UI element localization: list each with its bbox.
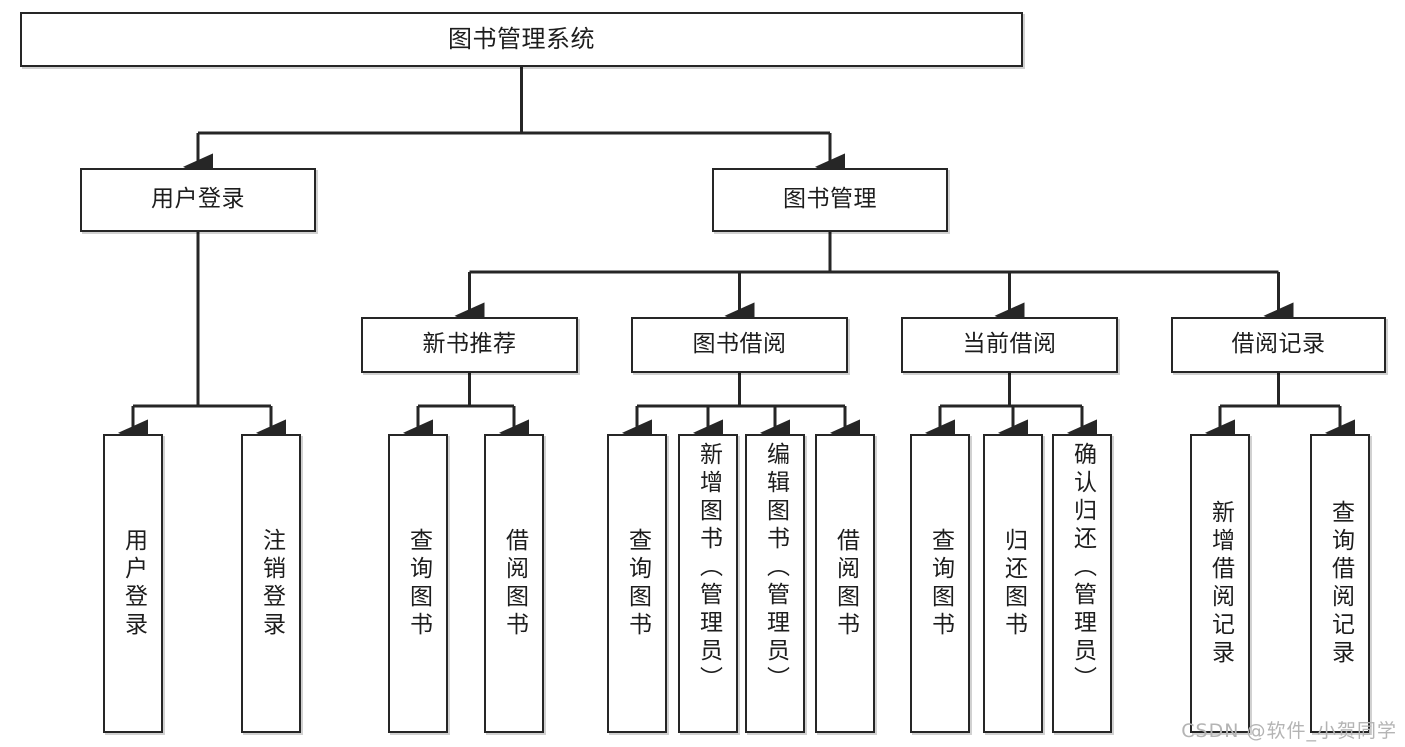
watermark-text: CSDN @软件_小贺同学 xyxy=(1181,720,1397,742)
node-new-book-recommend-label: 新书推荐 xyxy=(422,331,517,358)
node-current-borrow-label: 当前借阅 xyxy=(962,331,1057,358)
node-user-login[interactable]: 用户登录 xyxy=(80,168,316,232)
leaf-leaf-user-logout-label: 注销登录 xyxy=(258,527,285,640)
leaf-leaf-confirm-return-label: 确认归还（管理员） xyxy=(1069,442,1096,694)
node-root-label: 图书管理系统 xyxy=(448,25,595,54)
leaf-leaf-query-book-2-label: 查询图书 xyxy=(624,527,651,640)
node-book-manage-label: 图书管理 xyxy=(783,186,877,213)
leaf-leaf-query-book-2[interactable]: 查询图书 xyxy=(607,434,667,733)
leaf-leaf-return-book[interactable]: 归还图书 xyxy=(983,434,1043,733)
leaf-leaf-borrow-book-2[interactable]: 借阅图书 xyxy=(815,434,875,733)
node-current-borrow[interactable]: 当前借阅 xyxy=(901,317,1118,373)
leaf-leaf-query-book-1-label: 查询图书 xyxy=(405,527,432,640)
leaf-leaf-return-book-label: 归还图书 xyxy=(1000,527,1027,640)
node-book-manage[interactable]: 图书管理 xyxy=(712,168,948,232)
leaf-leaf-borrow-book-1[interactable]: 借阅图书 xyxy=(484,434,544,733)
leaf-leaf-query-book-3-label: 查询图书 xyxy=(927,527,954,640)
leaf-leaf-query-record[interactable]: 查询借阅记录 xyxy=(1310,434,1370,733)
node-borrow-record[interactable]: 借阅记录 xyxy=(1171,317,1386,373)
leaf-leaf-borrow-book-2-label: 借阅图书 xyxy=(832,527,859,640)
leaf-leaf-add-book[interactable]: 新增图书（管理员） xyxy=(678,434,738,733)
leaf-leaf-edit-book[interactable]: 编辑图书（管理员） xyxy=(745,434,805,733)
node-new-book-recommend[interactable]: 新书推荐 xyxy=(361,317,578,373)
leaf-leaf-user-login[interactable]: 用户登录 xyxy=(103,434,163,733)
leaf-leaf-add-book-label: 新增图书（管理员） xyxy=(695,442,722,694)
leaf-leaf-confirm-return[interactable]: 确认归还（管理员） xyxy=(1052,434,1112,733)
leaf-leaf-query-book-1[interactable]: 查询图书 xyxy=(388,434,448,733)
node-book-borrow[interactable]: 图书借阅 xyxy=(631,317,848,373)
leaf-leaf-borrow-book-1-label: 借阅图书 xyxy=(501,527,528,640)
leaf-leaf-query-book-3[interactable]: 查询图书 xyxy=(910,434,970,733)
leaf-leaf-edit-book-label: 编辑图书（管理员） xyxy=(762,442,789,694)
leaf-leaf-query-record-label: 查询借阅记录 xyxy=(1327,499,1354,668)
leaf-leaf-add-record[interactable]: 新增借阅记录 xyxy=(1190,434,1250,733)
node-borrow-record-label: 借阅记录 xyxy=(1231,331,1326,358)
node-book-borrow-label: 图书借阅 xyxy=(692,331,787,358)
leaf-leaf-user-logout[interactable]: 注销登录 xyxy=(241,434,301,733)
node-user-login-label: 用户登录 xyxy=(151,186,245,213)
leaf-leaf-add-record-label: 新增借阅记录 xyxy=(1207,499,1234,668)
leaf-leaf-user-login-label: 用户登录 xyxy=(120,527,147,640)
node-root[interactable]: 图书管理系统 xyxy=(20,12,1023,67)
